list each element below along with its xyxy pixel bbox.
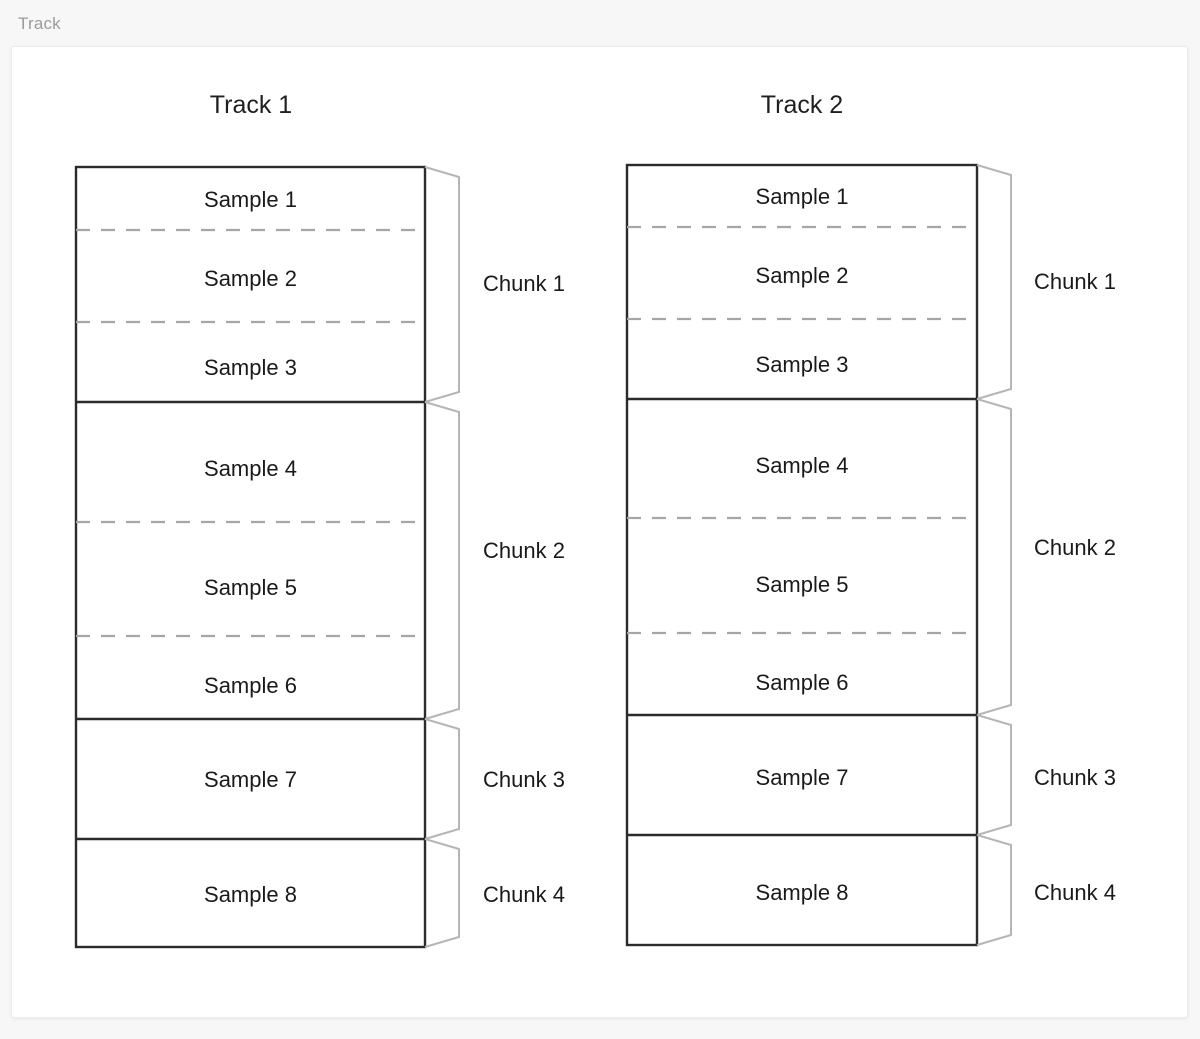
track-1-sample-label-7: Sample 7 bbox=[204, 767, 297, 792]
track-chunk-diagram: Track 1 Chunk 1 Chunk 2 Chunk 3 Chunk 4 Sampl… bbox=[74, 91, 1116, 949]
page-title: Track bbox=[18, 14, 61, 33]
track-2-sample-label-3: Sample 3 bbox=[756, 352, 849, 377]
track-2-brace-2 bbox=[976, 398, 1012, 716]
track-1-chunk-label-4: Chunk 4 bbox=[483, 882, 565, 907]
track-1-title: Track 1 bbox=[210, 91, 292, 119]
track-2-sample-label-2: Sample 2 bbox=[756, 263, 849, 288]
track-1-chunk-label-3: Chunk 3 bbox=[483, 767, 565, 792]
diagram-card: Track 1 Chunk 1 Chunk 2 Chunk 3 Chunk 4 Sampl… bbox=[11, 46, 1188, 1018]
track-1-sample-label-1: Sample 1 bbox=[204, 187, 297, 212]
track-1-sample-label-8: Sample 8 bbox=[204, 882, 297, 907]
track-2-brace-1 bbox=[976, 164, 1012, 400]
track-2-sample-label-7: Sample 7 bbox=[756, 765, 849, 790]
track-1-chunk-label-1: Chunk 1 bbox=[483, 271, 565, 296]
track-2-box bbox=[625, 163, 979, 947]
track-1-box bbox=[74, 165, 427, 949]
track-1-sample-label-6: Sample 6 bbox=[204, 673, 297, 698]
track-2-title: Track 2 bbox=[761, 91, 843, 119]
track-2-group: Track 2 Chunk 1 Chunk 2 Chunk 3 Chunk 4 Sampl… bbox=[625, 91, 1116, 947]
track-2-sample-label-4: Sample 4 bbox=[756, 453, 849, 478]
track-2-sample-label-5: Sample 5 bbox=[756, 572, 849, 597]
track-1-brace-2 bbox=[424, 401, 460, 720]
track-1-sample-label-2: Sample 2 bbox=[204, 266, 297, 291]
track-2-chunk-label-3: Chunk 3 bbox=[1034, 765, 1116, 790]
track-1-group: Track 1 Chunk 1 Chunk 2 Chunk 3 Chunk 4 Sampl… bbox=[74, 91, 565, 949]
track-1-brace-4 bbox=[424, 838, 460, 948]
track-1-brace-1 bbox=[424, 166, 460, 403]
track-2-chunk-label-4: Chunk 4 bbox=[1034, 880, 1116, 905]
track-1-sample-label-5: Sample 5 bbox=[204, 575, 297, 600]
track-2-sample-label-6: Sample 6 bbox=[756, 670, 849, 695]
track-2-sample-label-8: Sample 8 bbox=[756, 880, 849, 905]
track-2-chunk-label-2: Chunk 2 bbox=[1034, 535, 1116, 560]
track-1-chunk-label-2: Chunk 2 bbox=[483, 538, 565, 563]
track-2-chunk-label-1: Chunk 1 bbox=[1034, 269, 1116, 294]
track-2-brace-3 bbox=[976, 714, 1012, 836]
track-1-brace-3 bbox=[424, 718, 460, 840]
track-2-brace-4 bbox=[976, 834, 1012, 946]
track-2-sample-label-1: Sample 1 bbox=[756, 184, 849, 209]
track-1-sample-label-4: Sample 4 bbox=[204, 456, 297, 481]
track-1-sample-label-3: Sample 3 bbox=[204, 355, 297, 380]
